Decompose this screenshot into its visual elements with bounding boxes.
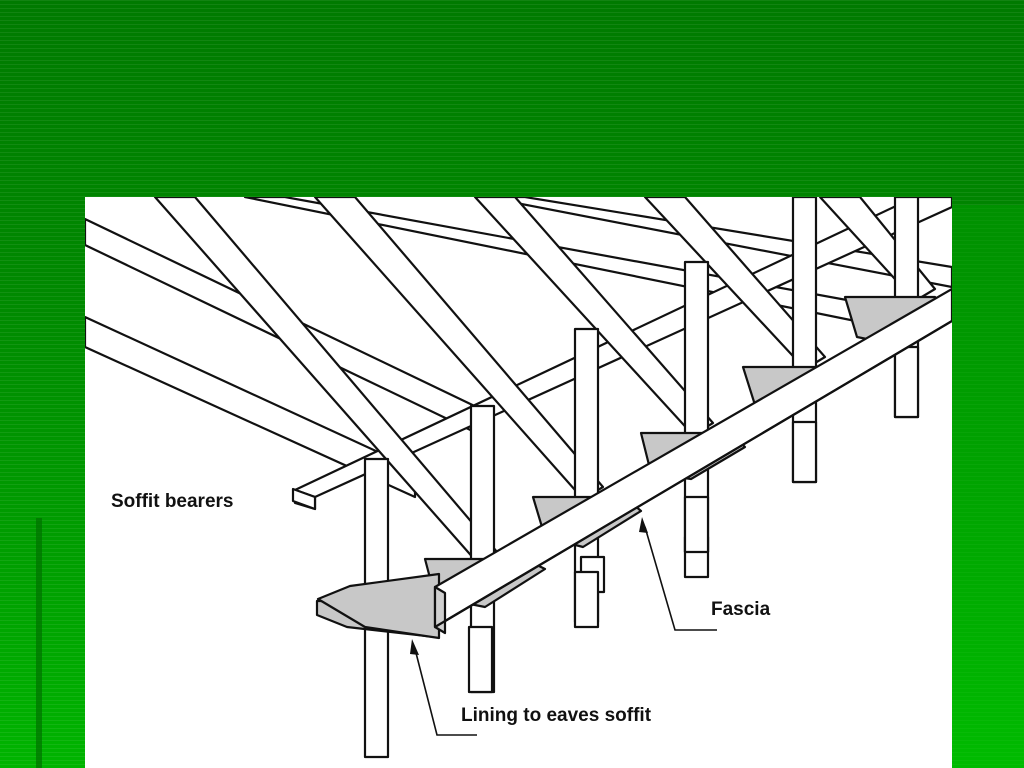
fascia-leader xyxy=(644,526,717,631)
fascia-board xyxy=(433,287,952,635)
right-accent-bar xyxy=(952,205,1024,768)
lining-label: Lining to eaves soffit xyxy=(461,705,652,726)
eaves-diagram: Soffit bearers Fascia Lining to eaves so… xyxy=(85,197,952,768)
lining-leader xyxy=(414,648,477,736)
rafters xyxy=(153,197,937,571)
fascia-label: Fascia xyxy=(711,599,771,620)
plate-end xyxy=(291,487,317,511)
soffit-bearers-label: Soffit bearers xyxy=(111,491,234,512)
lower-studs xyxy=(467,345,920,694)
left-accent-bar xyxy=(36,518,42,768)
eaves-soffit-lining xyxy=(316,572,441,640)
eaves-drawing xyxy=(85,197,952,759)
